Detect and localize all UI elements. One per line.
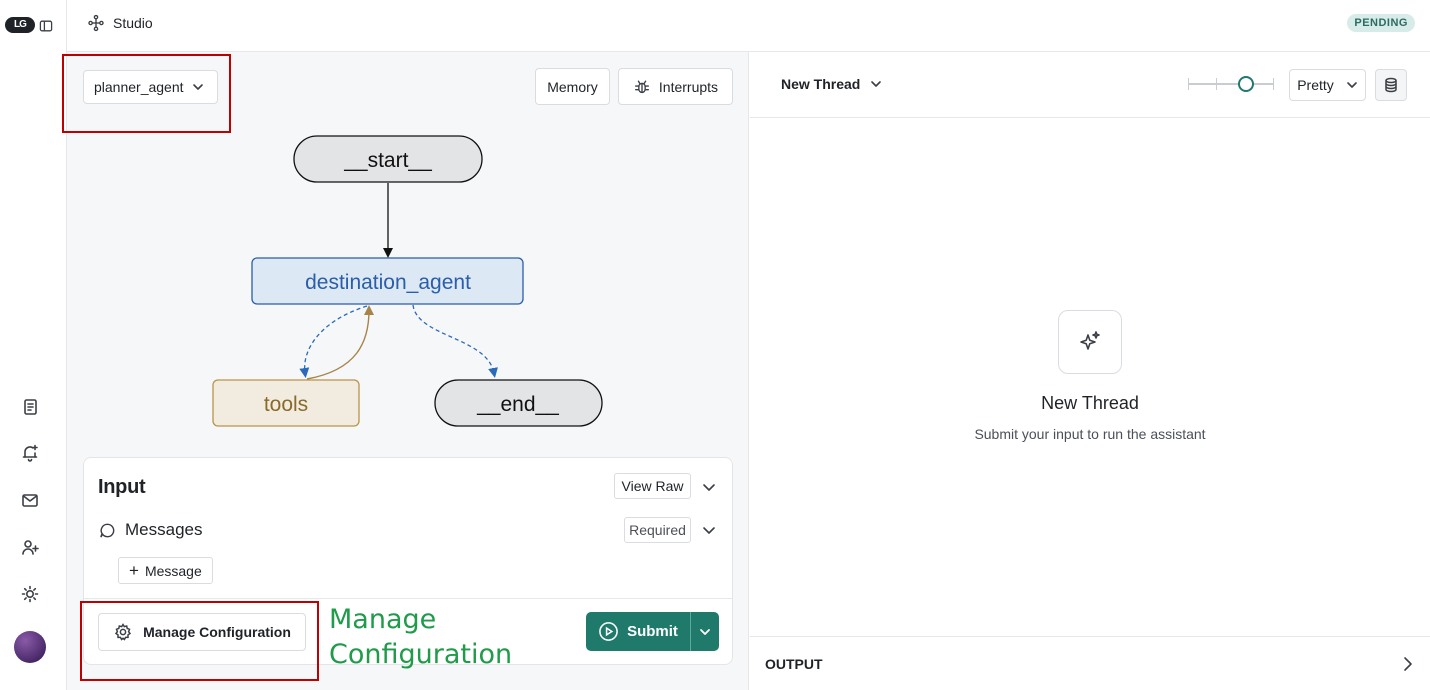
thread-select[interactable]: New Thread (781, 76, 882, 92)
avatar[interactable] (14, 631, 46, 663)
input-card: Input View Raw Messages Required + Messa… (83, 457, 733, 665)
node-tools-label: tools (264, 393, 308, 416)
node-start[interactable]: __start__ (293, 135, 483, 183)
graph-panel: __start__ destination_agent tools __end_… (62, 52, 749, 690)
submit-button-group: Submit (586, 612, 719, 651)
input-collapse-chevron-icon[interactable] (702, 480, 716, 494)
messages-row: Messages (98, 520, 202, 540)
messages-collapse-chevron-icon[interactable] (702, 523, 716, 537)
annotation-label: Manage Configuration (329, 602, 512, 672)
slider-tick (1216, 78, 1217, 90)
play-circle-icon (599, 622, 618, 641)
studio-title: Studio (87, 14, 153, 32)
slider-tick (1188, 78, 1189, 90)
slider-tick (1273, 78, 1274, 90)
required-label: Required (629, 522, 686, 538)
bug-icon (634, 79, 649, 93)
node-destination-label: destination_agent (305, 271, 471, 294)
thread-title: New Thread (781, 76, 861, 92)
manage-configuration-label: Manage Configuration (143, 624, 291, 640)
view-raw-label: View Raw (621, 478, 684, 494)
node-tools[interactable]: tools (212, 379, 360, 427)
edge-destination-end (412, 304, 498, 378)
view-mode-value: Pretty (1297, 77, 1334, 93)
sparkles-icon (1080, 331, 1100, 350)
agent-select-value: planner_agent (94, 79, 184, 95)
chevron-down-icon (1346, 82, 1357, 88)
sidebar-toggle-icon[interactable] (38, 14, 54, 38)
output-bar[interactable]: OUTPUT (750, 636, 1430, 690)
agent-select[interactable]: planner_agent (83, 70, 218, 104)
empty-state-subtitle: Submit your input to run the assistant (974, 426, 1206, 442)
top-bar: Studio PENDING (67, 0, 1430, 52)
chevron-down-icon (871, 81, 882, 87)
input-title: Input (98, 476, 146, 498)
node-start-label: __start__ (343, 149, 432, 172)
output-label: OUTPUT (765, 656, 823, 672)
chat-bubble-icon (100, 523, 115, 538)
node-end-label: __end__ (476, 393, 559, 416)
interrupts-button[interactable]: Interrupts (618, 68, 733, 105)
submit-dropdown-button[interactable] (691, 612, 719, 651)
annotation-line-2: Configuration (329, 639, 513, 670)
slider-knob[interactable] (1238, 76, 1254, 92)
slider-track (1188, 83, 1274, 85)
graph-icon (88, 14, 104, 32)
thread-header: New Thread Pretty (750, 52, 1430, 118)
messages-label: Messages (125, 520, 203, 539)
required-badge: Required (624, 517, 691, 543)
database-button[interactable] (1375, 69, 1407, 101)
graph-canvas: __start__ destination_agent tools __end_… (212, 135, 603, 427)
highlight-box-agent-select (62, 54, 231, 133)
chevron-right-icon (1404, 657, 1412, 671)
mail-icon[interactable] (18, 488, 42, 512)
node-destination-agent[interactable]: destination_agent (251, 257, 524, 305)
submit-button[interactable]: Submit (586, 612, 691, 651)
chevron-down-icon (700, 628, 710, 635)
database-icon (1385, 77, 1397, 93)
memory-button[interactable]: Memory (535, 68, 610, 105)
plus-icon: + (129, 560, 139, 580)
node-end[interactable]: __end__ (434, 379, 603, 427)
left-rail: LG (0, 0, 67, 690)
edge-tools-destination (306, 305, 374, 380)
submit-label: Submit (627, 623, 678, 640)
interrupts-label: Interrupts (658, 78, 719, 95)
empty-state-title: New Thread (1041, 393, 1139, 413)
chevron-down-icon (192, 84, 203, 90)
status-badge: PENDING (1347, 14, 1415, 32)
sun-icon[interactable] (18, 582, 42, 606)
zoom-slider[interactable] (1188, 76, 1274, 92)
user-plus-icon[interactable] (18, 535, 42, 559)
thread-panel: New Thread Pretty New Thread Submit your (750, 52, 1430, 690)
add-message-button[interactable]: + Message (118, 557, 213, 584)
view-raw-button[interactable]: View Raw (614, 473, 691, 499)
studio-label: Studio (113, 15, 153, 31)
gear-icon (115, 623, 132, 641)
card-divider (84, 598, 732, 599)
highlight-box-manage-configuration (80, 601, 319, 681)
document-icon[interactable] (18, 395, 42, 419)
view-mode-select[interactable]: Pretty (1289, 69, 1366, 101)
add-message-label: Message (144, 562, 202, 579)
empty-state-icon-box (1058, 310, 1122, 374)
memory-label: Memory (547, 78, 598, 95)
bell-plus-icon[interactable] (18, 441, 42, 465)
edge-destination-tools (299, 305, 368, 378)
annotation-line-1: Manage (329, 604, 437, 635)
manage-configuration-button[interactable]: Manage Configuration (98, 613, 306, 651)
app-logo[interactable]: LG (5, 17, 35, 33)
